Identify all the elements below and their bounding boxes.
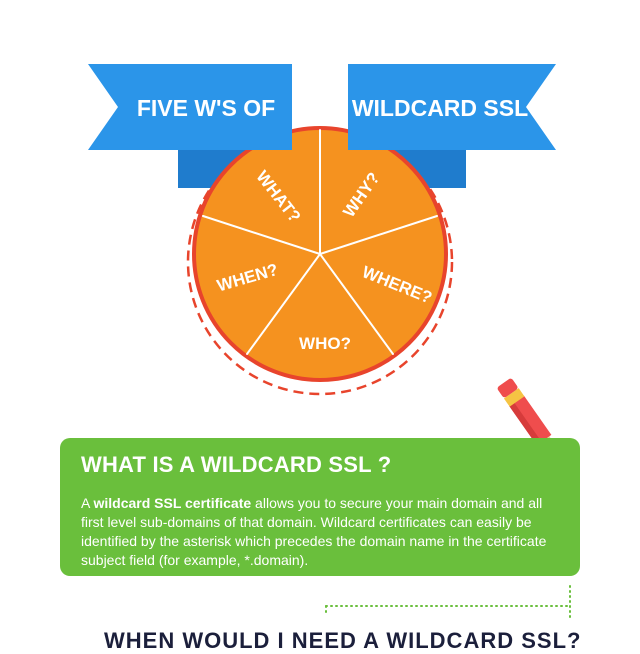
dotted-connector <box>325 585 571 621</box>
card-body: A wildcard SSL certificate allows you to… <box>81 494 560 570</box>
wheel-dividers <box>202 129 438 355</box>
next-section-title: WHEN WOULD I NEED A WILDCARD SSL? <box>104 628 582 653</box>
banner-left <box>88 64 292 150</box>
banner-right-text: WILDCARD SSL <box>352 95 528 121</box>
wheel-dashed-ring <box>186 128 454 396</box>
divider-bottom-right <box>319 253 394 355</box>
infographic-canvas: WHAT? WHY? WHERE? WHO? WHEN? FIVE W'S OF… <box>88 64 571 621</box>
wedge-label-who: WHO? <box>299 334 351 353</box>
divider-right <box>319 215 438 255</box>
card-body-prefix: A <box>81 495 94 511</box>
divider-left <box>202 215 321 255</box>
wildcard-ssl-info-card: WHAT IS A WILDCARD SSL ? A wildcard SSL … <box>60 438 580 576</box>
banner-left-text: FIVE W'S OF <box>137 95 275 121</box>
card-title: WHAT IS A WILDCARD SSL ? <box>81 452 392 477</box>
card-body-bold: wildcard SSL certificate <box>93 495 252 511</box>
card-body-rest: allows you to secure your main domain an… <box>81 495 547 568</box>
banner-right <box>348 64 556 150</box>
divider-bottom-left <box>246 253 321 355</box>
